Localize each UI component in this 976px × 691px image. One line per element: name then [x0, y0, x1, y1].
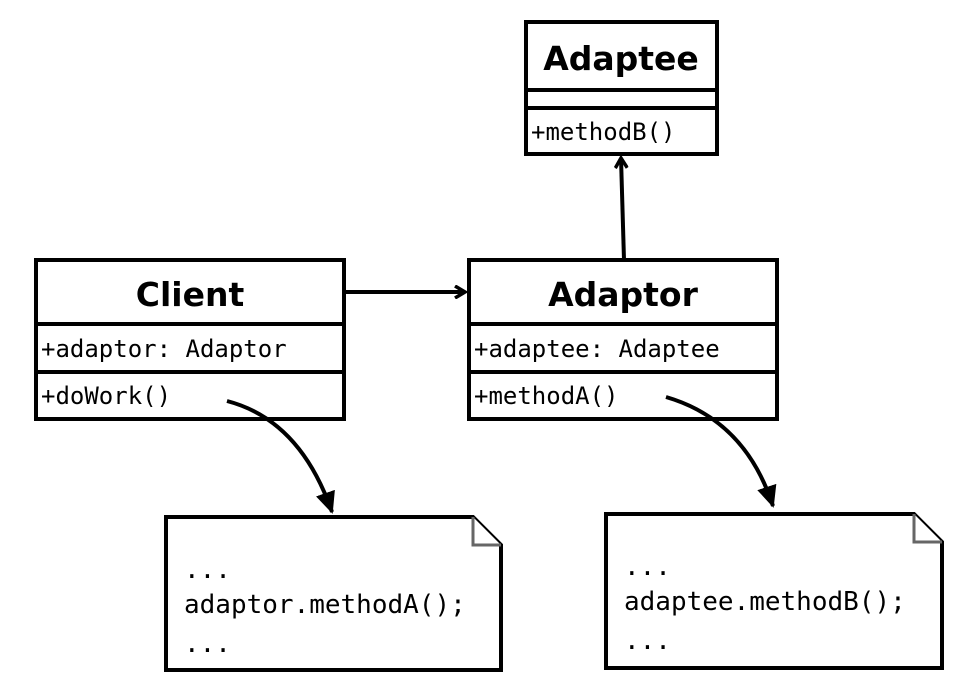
adaptor-method: +methodA() [474, 382, 619, 410]
adaptor-implementation-note: ... adaptee.methodB(); ... [604, 512, 944, 670]
adaptee-method: +methodB() [531, 118, 676, 146]
client-note-line-1: ... [184, 555, 231, 585]
client-note-line-2: adaptor.methodA(); [184, 590, 466, 620]
adaptor-note-connector-arrow [665, 395, 777, 508]
adaptor-class-name: Adaptor [548, 275, 698, 314]
adaptee-class: Adaptee +methodB() [524, 20, 719, 156]
adaptor-note-folded-corner [912, 514, 942, 544]
client-attribute: +adaptor: Adaptor [41, 335, 287, 363]
client-class: Client +adaptor: Adaptor +doWork() [34, 258, 346, 421]
adaptor-note-shape [604, 512, 944, 670]
adaptor-class: Adaptor +adaptee: Adaptee +methodA() [467, 258, 779, 421]
client-method: +doWork() [41, 382, 171, 410]
client-class-box [34, 258, 346, 421]
adaptor-note-line-1: ... [624, 552, 671, 582]
adaptee-class-name: Adaptee [543, 39, 699, 78]
client-note-shape [164, 515, 503, 672]
adaptor-to-adaptee-association-arrow [621, 158, 624, 261]
client-note-folded-corner [471, 517, 501, 547]
client-note-connector-arrow [226, 399, 335, 514]
adaptor-note-line-2: adaptee.methodB(); [624, 587, 906, 617]
client-implementation-note: ... adaptor.methodA(); ... [164, 515, 503, 672]
adaptor-note-line-3: ... [624, 626, 671, 656]
client-class-name: Client [136, 275, 245, 314]
client-note-line-3: ... [184, 629, 231, 659]
adaptor-attribute: +adaptee: Adaptee [474, 335, 720, 363]
